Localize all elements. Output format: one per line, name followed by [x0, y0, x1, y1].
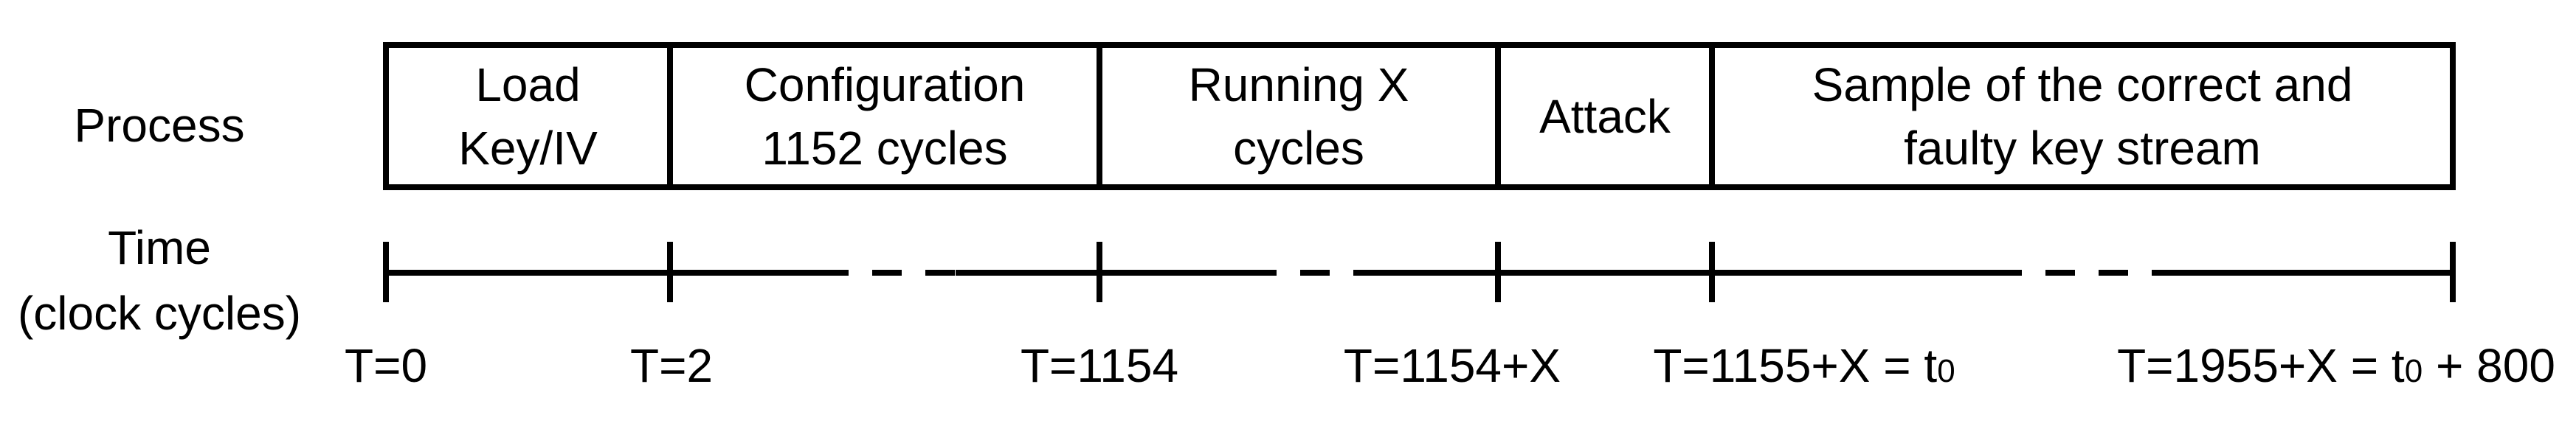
axis-dashed-segment: [819, 270, 956, 276]
process-cell-load-key-iv: Load Key/IV: [389, 48, 667, 184]
process-row-label: Process: [74, 99, 245, 152]
process-cell-running-x: Running X cycles: [1097, 48, 1495, 184]
tick-label-text: T=1955+X = t: [2117, 339, 2405, 392]
cell-text-line: 1152 cycles: [762, 121, 1008, 175]
tick-label-text: T=0: [344, 339, 428, 392]
time-tick-label-t1154: T=1154: [1021, 341, 1178, 397]
cell-text-line: cycles: [1233, 121, 1364, 175]
process-box-row: Load Key/IV Configuration 1152 cycles Ru…: [383, 42, 2456, 190]
cell-text-line: faulty key stream: [1904, 121, 2261, 175]
tick-label-text: T=2: [629, 339, 714, 392]
process-cell-sample-keystream: Sample of the correct and faulty key str…: [1709, 48, 2450, 184]
tick-label-text: T=1155+X = t: [1653, 339, 1938, 392]
axis-segment: [1712, 270, 1992, 276]
axis-segment: [2155, 270, 2453, 276]
time-tick-label-t1154x: T=1154+X: [1344, 341, 1561, 397]
process-cell-configuration: Configuration 1152 cycles: [667, 48, 1097, 184]
tick-mark-t1155x: [1709, 242, 1715, 302]
time-row-label-line2: (clock cycles): [17, 287, 302, 340]
tick-label-suffix: + 800: [2423, 339, 2555, 392]
tick-label-text: T=1154+X: [1343, 339, 1561, 392]
axis-segment: [1380, 270, 1498, 276]
tick-mark-t1154x: [1495, 242, 1501, 302]
tick-label-subscript: 0: [2404, 353, 2423, 389]
time-tick-label-t1155x: T=1155+X = t0: [1653, 341, 1955, 397]
tick-mark-t2: [667, 242, 673, 302]
axis-segment: [956, 270, 1099, 276]
time-row-label: Time (clock cycles): [4, 215, 314, 346]
tick-mark-t1154: [1097, 242, 1102, 302]
axis-segment: [386, 270, 670, 276]
tick-label-subscript: 0: [1937, 353, 1955, 389]
cell-text-line: Key/IV: [458, 121, 598, 175]
cell-text-line: Attack: [1539, 89, 1671, 143]
tick-label-text: T=1154: [1020, 339, 1179, 392]
cell-text-line: Running X: [1188, 57, 1409, 111]
axis-dashed-segment: [1247, 270, 1380, 276]
time-row-label-line1: Time: [108, 221, 211, 274]
time-tick-label-t1955x: T=1955+X = t0 + 800: [2117, 341, 2555, 397]
tick-mark-t1955x: [2450, 242, 2456, 302]
axis-segment: [1099, 270, 1247, 276]
time-tick-label-t2: T=2: [630, 341, 713, 397]
axis-dashed-segment: [1992, 270, 2155, 276]
cell-text-line: Sample of the correct and: [1812, 57, 2353, 111]
cell-text-line: Load: [475, 57, 581, 111]
axis-segment: [670, 270, 819, 276]
process-cell-attack: Attack: [1495, 48, 1709, 184]
cell-text-line: Configuration: [744, 57, 1026, 111]
axis-segment: [1498, 270, 1712, 276]
tick-mark-t0: [383, 242, 389, 302]
time-tick-label-t0: T=0: [345, 341, 427, 397]
